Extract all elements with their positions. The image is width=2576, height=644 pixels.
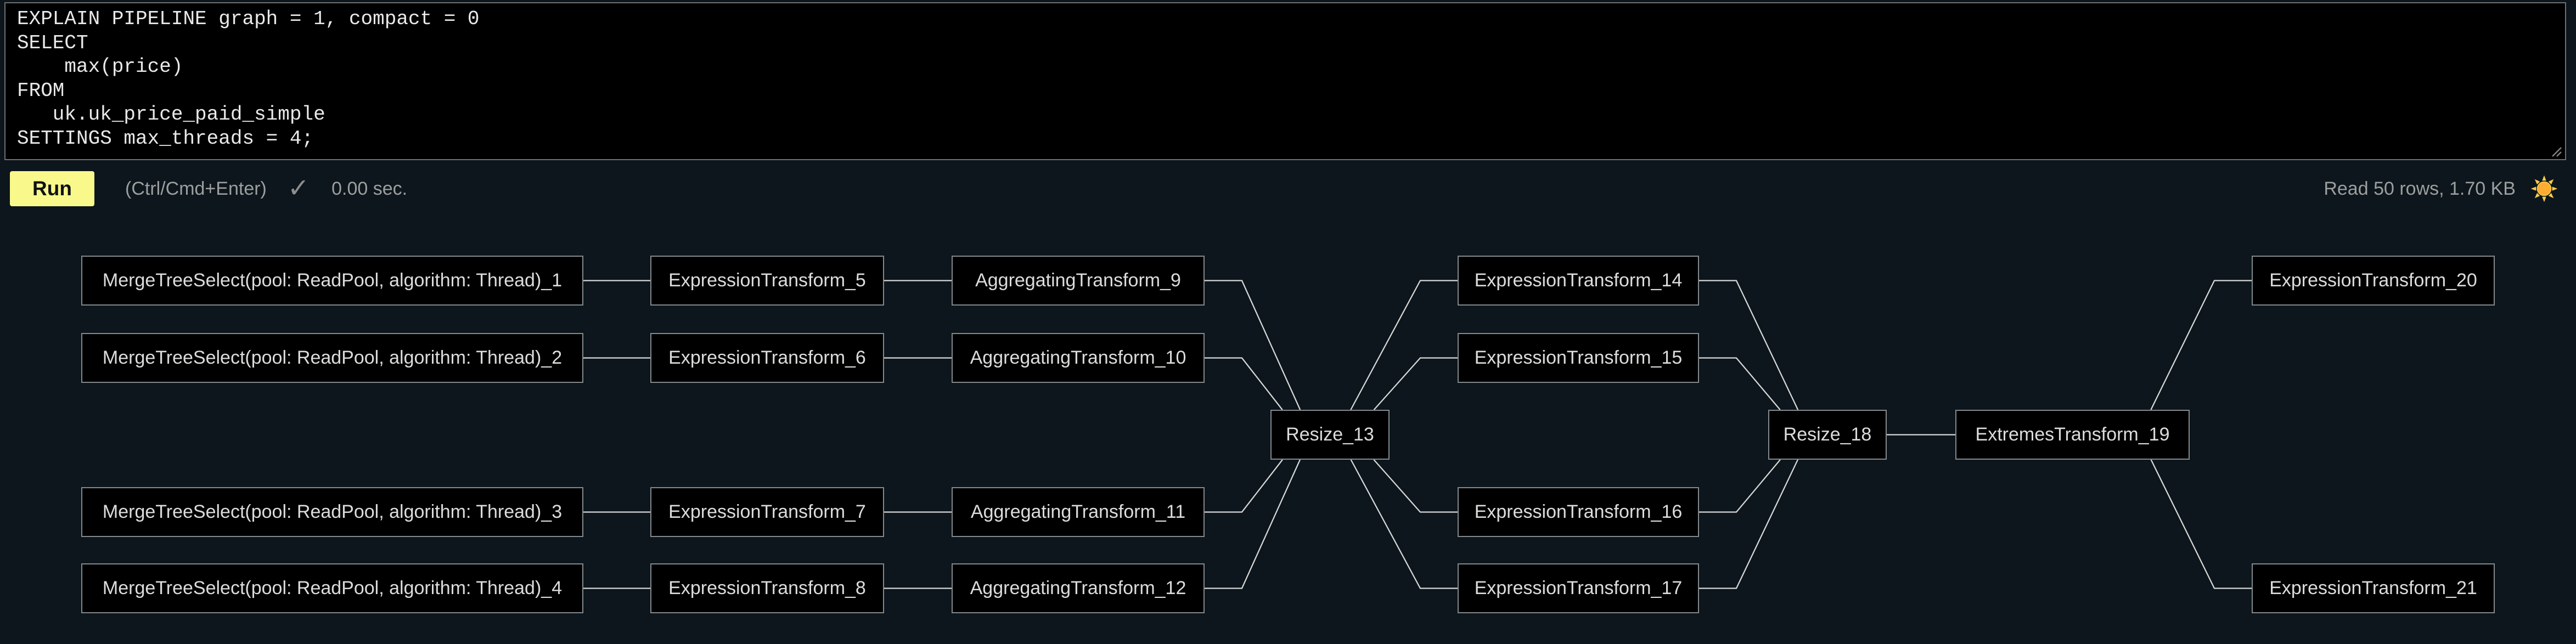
pipeline-node-n8: ExpressionTransform_8 — [650, 563, 884, 613]
sql-editor[interactable]: EXPLAIN PIPELINE graph = 1, compact = 0 … — [4, 2, 2566, 160]
pipeline-edge — [1205, 459, 1283, 513]
pipeline-edge — [2150, 280, 2252, 410]
pipeline-node-n19: ExtremesTransform_19 — [1955, 410, 2190, 460]
pipeline-node-n3: MergeTreeSelect(pool: ReadPool, algorith… — [81, 487, 583, 537]
read-stats: Read 50 rows, 1.70 KB — [2324, 178, 2516, 199]
pipeline-edge — [1205, 357, 1283, 410]
shortcut-hint: (Ctrl/Cmd+Enter) — [125, 178, 267, 199]
elapsed-time: 0.00 sec. — [331, 178, 408, 199]
pipeline-edge — [2150, 459, 2252, 589]
textarea-resize-handle[interactable] — [2549, 144, 2562, 157]
pipeline-node-n11: AggregatingTransform_11 — [952, 487, 1205, 537]
pipeline-node-n21: ExpressionTransform_21 — [2252, 563, 2495, 613]
pipeline-edge — [1205, 280, 1301, 410]
pipeline-edge — [1373, 357, 1458, 410]
pipeline-node-n1: MergeTreeSelect(pool: ReadPool, algorith… — [81, 256, 583, 306]
pipeline-edge — [1699, 280, 1799, 410]
pipeline-node-n9: AggregatingTransform_9 — [952, 256, 1205, 306]
pipeline-node-n10: AggregatingTransform_10 — [952, 333, 1205, 383]
pipeline-edge — [1205, 459, 1301, 589]
pipeline-node-n17: ExpressionTransform_17 — [1458, 563, 1699, 613]
pipeline-node-n15: ExpressionTransform_15 — [1458, 333, 1699, 383]
pipeline-node-n4: MergeTreeSelect(pool: ReadPool, algorith… — [81, 563, 583, 613]
check-icon: ✓ — [287, 174, 310, 203]
pipeline-edge — [1699, 357, 1781, 410]
pipeline-edge — [1699, 459, 1781, 513]
pipeline-node-n12: AggregatingTransform_12 — [952, 563, 1205, 613]
pipeline-node-n6: ExpressionTransform_6 — [650, 333, 884, 383]
run-button[interactable]: Run — [10, 171, 94, 206]
pipeline-edge — [1699, 459, 1798, 589]
pipeline-node-n7: ExpressionTransform_7 — [650, 487, 884, 537]
pipeline-node-n18: Resize_18 — [1768, 410, 1887, 460]
pipeline-node-n16: ExpressionTransform_16 — [1458, 487, 1699, 537]
sql-code: EXPLAIN PIPELINE graph = 1, compact = 0 … — [17, 8, 480, 150]
pipeline-node-n20: ExpressionTransform_20 — [2252, 256, 2495, 306]
pipeline-edge — [1350, 280, 1458, 410]
toolbar: Run (Ctrl/Cmd+Enter) ✓ 0.00 sec. Read 50… — [0, 162, 2576, 215]
pipeline-edge — [1350, 459, 1458, 589]
pipeline-node-n2: MergeTreeSelect(pool: ReadPool, algorith… — [81, 333, 583, 383]
sun-icon[interactable] — [2530, 174, 2558, 203]
pipeline-node-n13: Resize_13 — [1270, 410, 1390, 460]
pipeline-node-n5: ExpressionTransform_5 — [650, 256, 884, 306]
sun-rays — [2530, 175, 2558, 202]
pipeline-edge — [1373, 459, 1458, 513]
pipeline-node-n14: ExpressionTransform_14 — [1458, 256, 1699, 306]
